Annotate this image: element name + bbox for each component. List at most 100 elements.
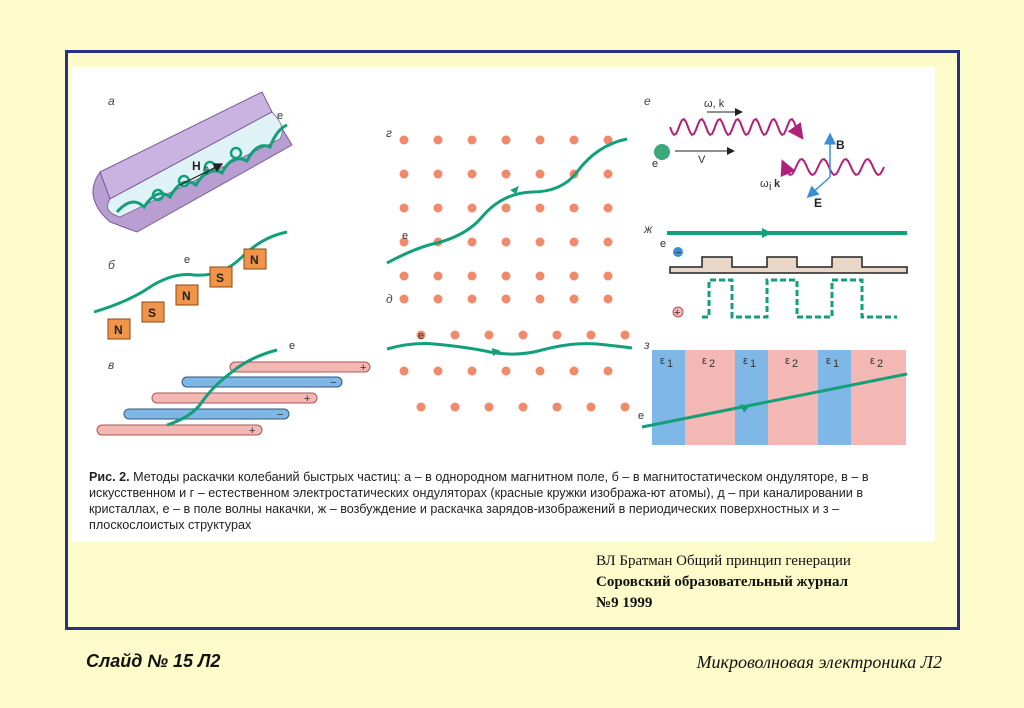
atom <box>399 271 409 281</box>
atom <box>569 271 579 281</box>
panel-g: г e <box>386 126 628 281</box>
layer-5: ε <box>826 355 831 367</box>
rod-sign-1: + <box>360 362 366 374</box>
atom <box>501 271 511 281</box>
trajectory-g <box>386 137 628 265</box>
atom <box>450 330 460 340</box>
atom <box>569 135 579 145</box>
layer-4: ε <box>785 355 790 367</box>
atom <box>501 135 511 145</box>
panel-e: е ω, k e V ω i k B E <box>644 94 885 210</box>
panel-a: а H 0 e <box>92 91 293 233</box>
atom <box>603 271 613 281</box>
atom <box>433 135 443 145</box>
scattered-wave <box>780 157 885 178</box>
magnet-2: S <box>148 306 156 320</box>
atom <box>518 330 528 340</box>
layer-2: ε <box>702 355 707 367</box>
atom <box>569 366 579 376</box>
atom <box>535 169 545 179</box>
course-title: Микроволновая электроника Л2 <box>696 652 942 672</box>
beam-z <box>641 372 908 429</box>
electron-label-d: e <box>418 330 424 342</box>
layer-1: ε <box>660 355 665 367</box>
atom <box>433 271 443 281</box>
electron-label-zh: e <box>660 238 666 250</box>
atom <box>484 330 494 340</box>
magnet-1: N <box>114 323 123 337</box>
atom <box>552 402 562 412</box>
atom <box>399 294 409 304</box>
atom <box>535 366 545 376</box>
atom <box>467 169 477 179</box>
atom <box>535 294 545 304</box>
atom <box>399 169 409 179</box>
reference-line-1: ВЛ Братман Общий принцип генерации <box>596 553 851 569</box>
atom <box>467 271 477 281</box>
pump-wave-label: ω, k <box>704 98 725 110</box>
velocity-label: V <box>698 154 706 166</box>
magnet-row: N S N S N <box>107 248 267 340</box>
atom <box>603 135 613 145</box>
atom <box>569 294 579 304</box>
panel-label-e: е <box>644 94 651 108</box>
panel-zh: ж e − + <box>643 222 908 319</box>
reference-line-3: №9 1999 <box>596 595 653 611</box>
layer-3: ε <box>743 355 748 367</box>
lattice-d <box>399 294 630 412</box>
electron-label-e: e <box>652 158 658 170</box>
atom <box>467 366 477 376</box>
electron-label-g: e <box>402 230 408 242</box>
magnet-5: N <box>250 253 259 267</box>
rod-sign-3: + <box>304 393 310 405</box>
atom <box>467 135 477 145</box>
atom <box>603 169 613 179</box>
atom <box>535 271 545 281</box>
scattered-sub: i <box>769 181 771 193</box>
atom <box>569 203 579 213</box>
slide-number: Слайд № 15 Л2 <box>86 651 221 671</box>
field-arrow <box>179 163 224 186</box>
scattered-wave-label: ω <box>760 178 769 190</box>
atom <box>501 203 511 213</box>
layer-1-sub: 1 <box>667 358 673 370</box>
figure-panel: а H 0 e б e N S N <box>72 67 935 542</box>
b-vector-label: B <box>836 138 845 152</box>
layer-2-sub: 2 <box>709 358 715 370</box>
atom <box>501 237 511 247</box>
layer-5-sub: 1 <box>833 358 839 370</box>
atom <box>620 330 630 340</box>
atom <box>501 366 511 376</box>
atom <box>484 402 494 412</box>
panel-d: д e <box>386 292 633 412</box>
atom <box>603 203 613 213</box>
rod-sign-4: − <box>277 409 283 421</box>
atom <box>569 237 579 247</box>
panel-label-d: д <box>386 292 393 306</box>
atom <box>416 402 426 412</box>
minus-charge: − <box>675 247 681 259</box>
electron-label-b: e <box>184 254 190 266</box>
layer-6-sub: 2 <box>877 358 883 370</box>
figure-diagram: а H 0 e б e N S N <box>92 91 908 445</box>
atom <box>433 203 443 213</box>
e-vector-label: E <box>814 196 822 210</box>
lattice-g <box>399 135 613 281</box>
atom <box>501 294 511 304</box>
atom <box>467 203 477 213</box>
panel-v: в + − + − + e <box>96 340 371 437</box>
pump-wave <box>669 117 804 140</box>
electron-label-v: e <box>289 340 295 352</box>
panel-label-v: в <box>108 358 114 372</box>
atom <box>433 294 443 304</box>
atom <box>399 135 409 145</box>
plus-charge: + <box>674 307 680 319</box>
atom <box>399 237 409 247</box>
atom <box>535 237 545 247</box>
caption-text: Методы раскачки колебаний быстрых частиц… <box>89 470 869 532</box>
scattered-k: k <box>774 178 781 190</box>
atom <box>518 402 528 412</box>
atom <box>535 203 545 213</box>
reference-block: ВЛ Братман Общий принцип генерации Соров… <box>596 551 851 614</box>
panel-label-z: з <box>643 338 650 352</box>
